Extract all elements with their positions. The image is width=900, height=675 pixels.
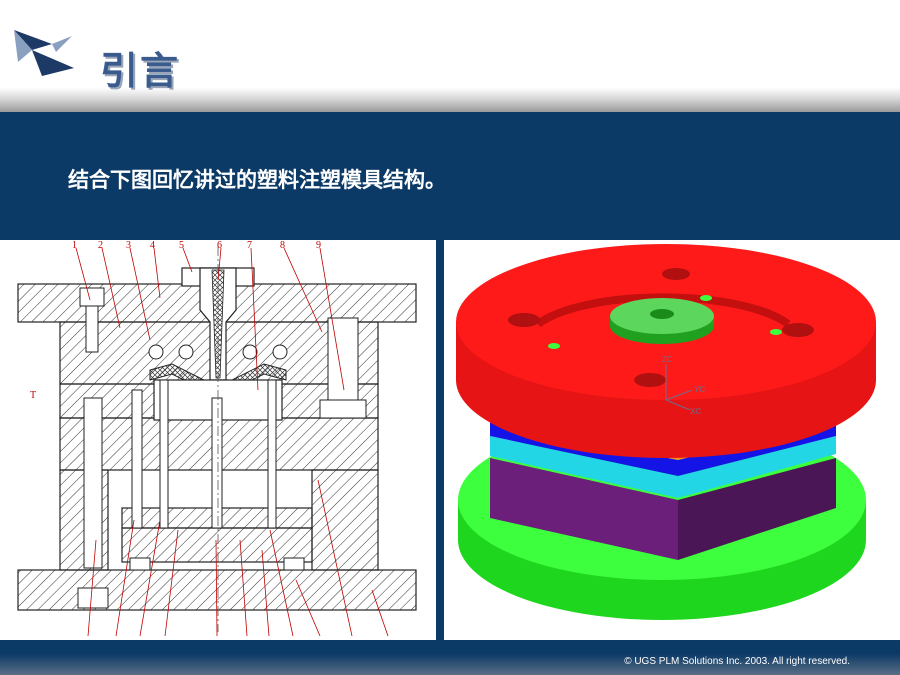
runner-groove <box>535 293 791 328</box>
part-label: 5 <box>179 240 184 251</box>
ejector-pin <box>211 397 223 529</box>
part-label: 9 <box>316 240 321 251</box>
part-label: 4 <box>150 240 155 251</box>
panel-divider <box>436 240 444 655</box>
mounting-hole <box>782 323 814 337</box>
intro-text: 结合下图回忆讲过的塑料注塑模具结构。 <box>68 168 446 192</box>
ejector-pin <box>267 379 277 529</box>
coordinate-axes <box>665 364 693 411</box>
guide-hole-green <box>700 295 712 301</box>
mounting-hole <box>508 313 540 327</box>
socket-head-screw <box>85 305 99 353</box>
support-block-right <box>678 458 836 560</box>
side-mark: T <box>30 390 36 401</box>
guide-pin-head <box>77 587 109 609</box>
axis-label-yc: YC <box>694 385 705 394</box>
part-label: 3 <box>126 240 131 251</box>
cooling-channel <box>178 344 194 360</box>
company-logo <box>14 30 74 76</box>
part-label: 8 <box>280 240 285 251</box>
slide-header: 引言 <box>0 0 900 112</box>
axis-label-zc: ZC <box>662 355 673 364</box>
mold-section-drawing: 1 2 3 4 5 6 7 8 9 20 19 18 17 16 15 14 1… <box>17 240 417 651</box>
stop-pin <box>129 557 151 571</box>
intro-banner: 结合下图回忆讲过的塑料注塑模具结构。 <box>0 112 900 240</box>
slide-footer: © UGS PLM Solutions Inc. 2003. All right… <box>0 640 900 675</box>
part-label: 7 <box>247 240 252 251</box>
part-label: 6 <box>217 240 222 251</box>
cooling-channel <box>272 344 288 360</box>
axis-label-xc: XC <box>690 407 701 416</box>
guide-bushing <box>327 317 359 409</box>
cooling-channel <box>148 344 164 360</box>
ejector-pin <box>159 379 169 529</box>
ejector-plate <box>121 527 313 563</box>
guide-pin <box>83 397 103 569</box>
mold-3d-model: ZC YC XC <box>456 244 876 620</box>
sprue-hole <box>650 309 674 319</box>
slide-title: 引言 <box>100 49 181 93</box>
leader-lines <box>75 247 389 637</box>
guide-bushing-head <box>319 399 367 419</box>
support-block <box>490 458 678 560</box>
part-label: 1 <box>72 240 77 251</box>
stop-pin <box>283 557 305 571</box>
ejector-plate-cyan <box>490 436 836 498</box>
socket-head-screw <box>79 287 105 307</box>
guide-hole-green <box>770 329 782 335</box>
return-pin <box>131 389 143 529</box>
part-label: 2 <box>98 240 103 251</box>
spacer-block-right <box>311 469 379 571</box>
mold-3d-model-panel: ZC YC XC <box>444 240 900 640</box>
copyright-notice: © UGS PLM Solutions Inc. 2003. All right… <box>624 656 850 667</box>
mounting-hole <box>634 373 666 387</box>
mold-section-drawing-panel: 1 2 3 4 5 6 7 8 9 20 19 18 17 16 15 14 1… <box>0 240 436 655</box>
guide-hole-green <box>548 343 560 349</box>
cooling-channel <box>242 344 258 360</box>
mounting-hole <box>662 268 690 280</box>
